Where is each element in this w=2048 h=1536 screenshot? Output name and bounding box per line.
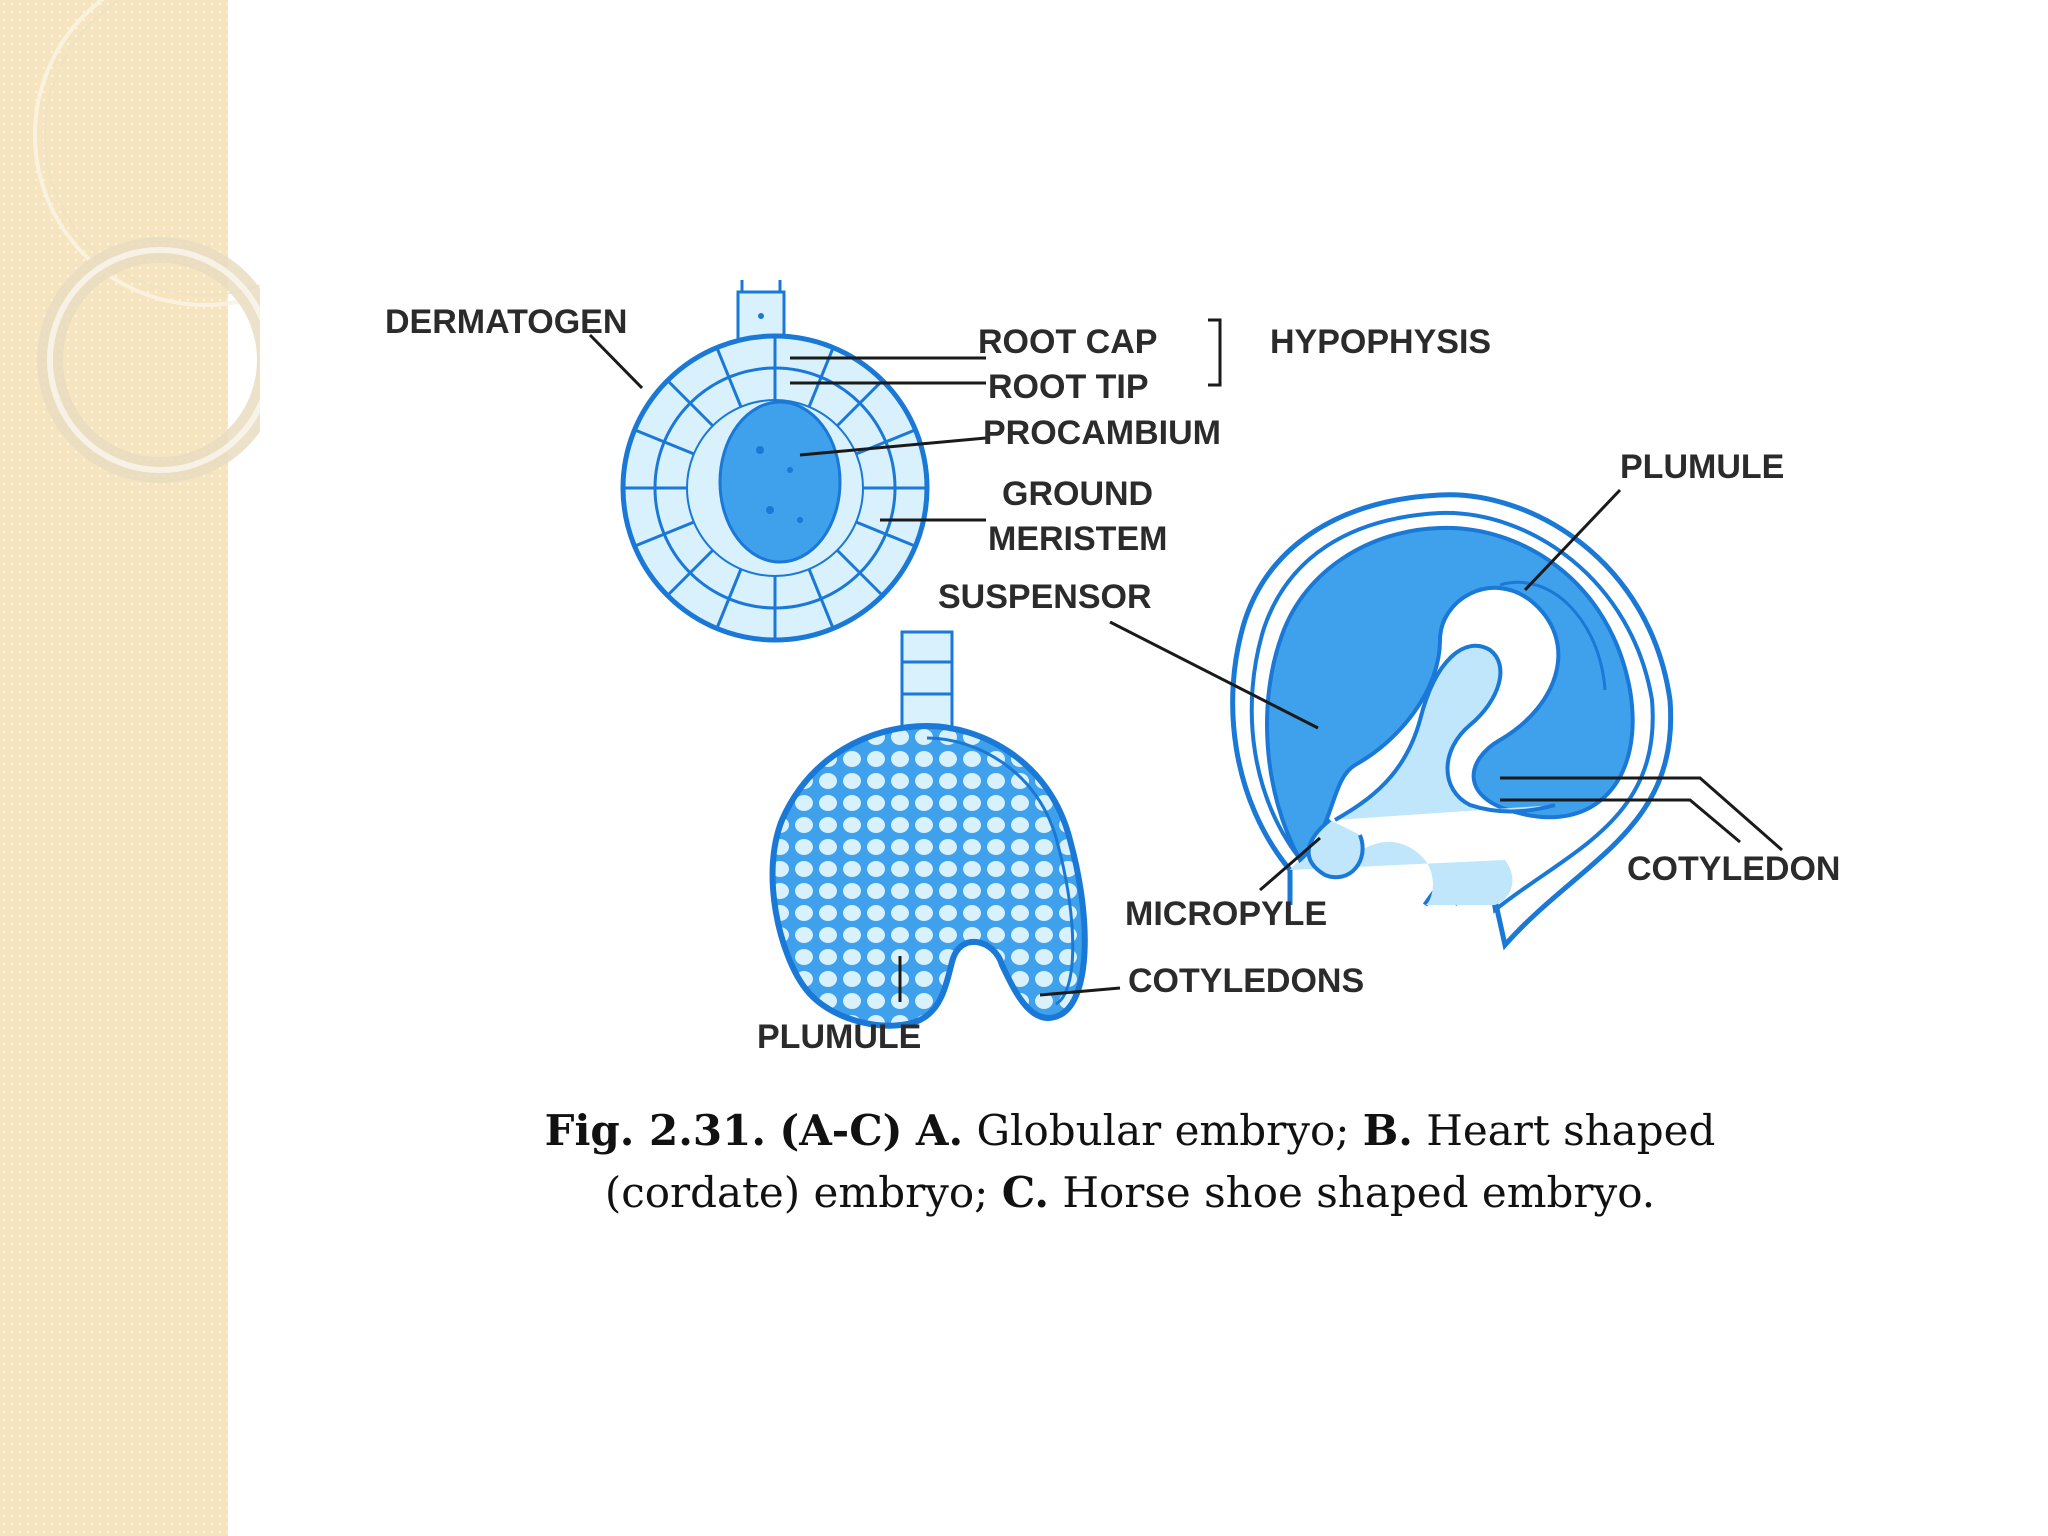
caption-c-text: Horse shoe shaped embryo. [1062,1168,1656,1217]
figure-caption-line-1: Fig. 2.31. (A-C) A. Globular embryo; B. … [380,1100,1880,1162]
caption-b-text-cont: (cordate) embryo; [604,1168,989,1217]
caption-range: (A-C) [779,1106,903,1155]
caption-fig-number: Fig. 2.31. [544,1106,766,1155]
label-plumule-b: PLUMULE [757,1018,921,1056]
label-cotyledons: COTYLEDONS [1128,962,1364,1000]
label-root-cap: ROOT CAP [978,323,1157,361]
embryo-diagram: DERMATOGEN ROOT CAP ROOT TIP HYPOPHYSIS … [385,280,1840,1056]
decorative-rings [33,0,260,483]
caption-c-marker: C. [1001,1168,1050,1217]
label-plumule-c: PLUMULE [1620,448,1784,486]
label-meristem: MERISTEM [988,520,1167,558]
label-dermatogen: DERMATOGEN [385,303,627,341]
label-suspensor: SUSPENSOR [938,578,1152,616]
label-micropyle: MICROPYLE [1125,895,1327,933]
heart-shaped-embryo [769,630,1088,1029]
label-ground: GROUND [1002,475,1153,513]
figure-caption-line-2: (cordate) embryo; C. Horse shoe shaped e… [380,1162,1880,1224]
horse-shoe-embryo [1230,492,1674,951]
caption-a-marker: A. [915,1106,964,1155]
leader-lines [588,318,1783,997]
label-hypophysis: HYPOPHYSIS [1270,323,1491,361]
label-procambium: PROCAMBIUM [983,414,1221,452]
caption-b-marker: B. [1362,1106,1413,1155]
caption-a-text: Globular embryo; [976,1106,1350,1155]
globular-embryo [620,280,930,643]
caption-b-text: Heart shaped [1426,1106,1716,1155]
labels: DERMATOGEN ROOT CAP ROOT TIP HYPOPHYSIS … [385,303,1840,1056]
label-root-tip: ROOT TIP [988,368,1149,406]
label-cotyledon: COTYLEDON [1627,850,1840,888]
